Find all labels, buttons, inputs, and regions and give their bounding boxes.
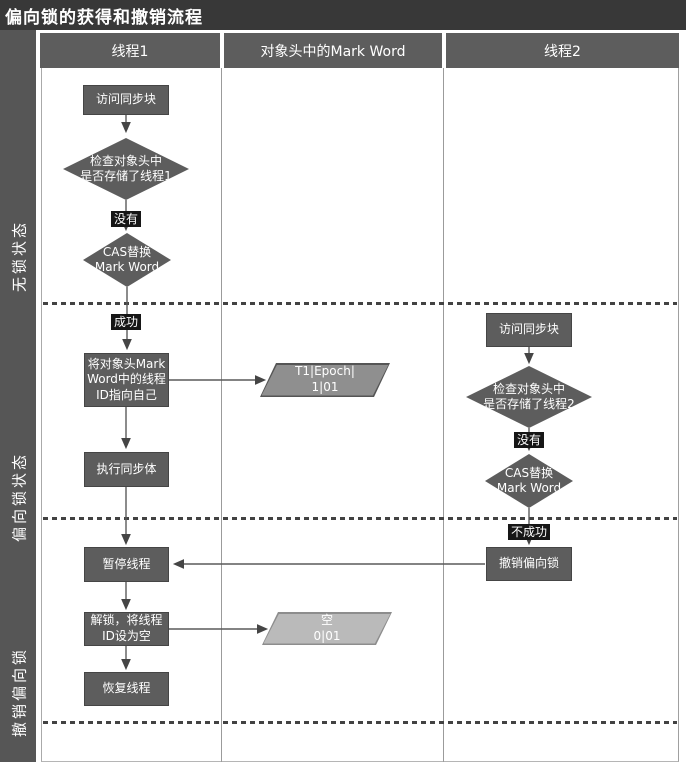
table-border: [41, 68, 679, 762]
title-bar: 偏向锁的获得和撤销流程: [0, 0, 686, 30]
node-t1-execute-sync-body: 执行同步体: [84, 452, 169, 487]
node-t2-revoke-biased-lock: 撤销偏向锁: [486, 547, 572, 581]
chip-t2-no: 没有: [513, 432, 545, 448]
node-t1-access-sync-block: 访问同步块: [83, 85, 169, 115]
mark-word-biased-parallelogram: T1|Epoch| 1|01: [260, 363, 390, 397]
dashed-separator-1: [43, 302, 677, 305]
mark-word-biased-value: T1|Epoch| 1|01: [261, 364, 389, 396]
mark-word-empty-value: 空 0|01: [263, 613, 391, 644]
lane-divider-1: [221, 68, 222, 762]
column-header-thread1: 线程1: [40, 33, 220, 68]
node-t1-unlock-set-id-empty: 解锁，将线程 ID设为空: [84, 612, 169, 646]
node-t1-resume-thread: 恢复线程: [84, 672, 169, 706]
dashed-separator-3: [43, 721, 677, 724]
chip-t2-unsuccessful: 不成功: [507, 524, 551, 540]
dashed-separator-2: [43, 517, 677, 520]
state-sidebar: [0, 30, 36, 762]
chip-t1-success: 成功: [110, 314, 142, 330]
node-t2-access-sync-block: 访问同步块: [486, 313, 572, 347]
column-header-mark-word: 对象头中的Mark Word: [224, 33, 442, 68]
node-t1-pause-thread: 暂停线程: [84, 547, 169, 582]
node-t1-set-thread-id: 将对象头Mark Word中的线程 ID指向自己: [84, 353, 169, 407]
lane-divider-2: [443, 68, 444, 762]
column-header-thread2: 线程2: [446, 33, 679, 68]
chip-t1-no: 没有: [110, 211, 142, 227]
page-title: 偏向锁的获得和撤销流程: [5, 7, 203, 28]
mark-word-empty-parallelogram: 空 0|01: [262, 612, 392, 645]
